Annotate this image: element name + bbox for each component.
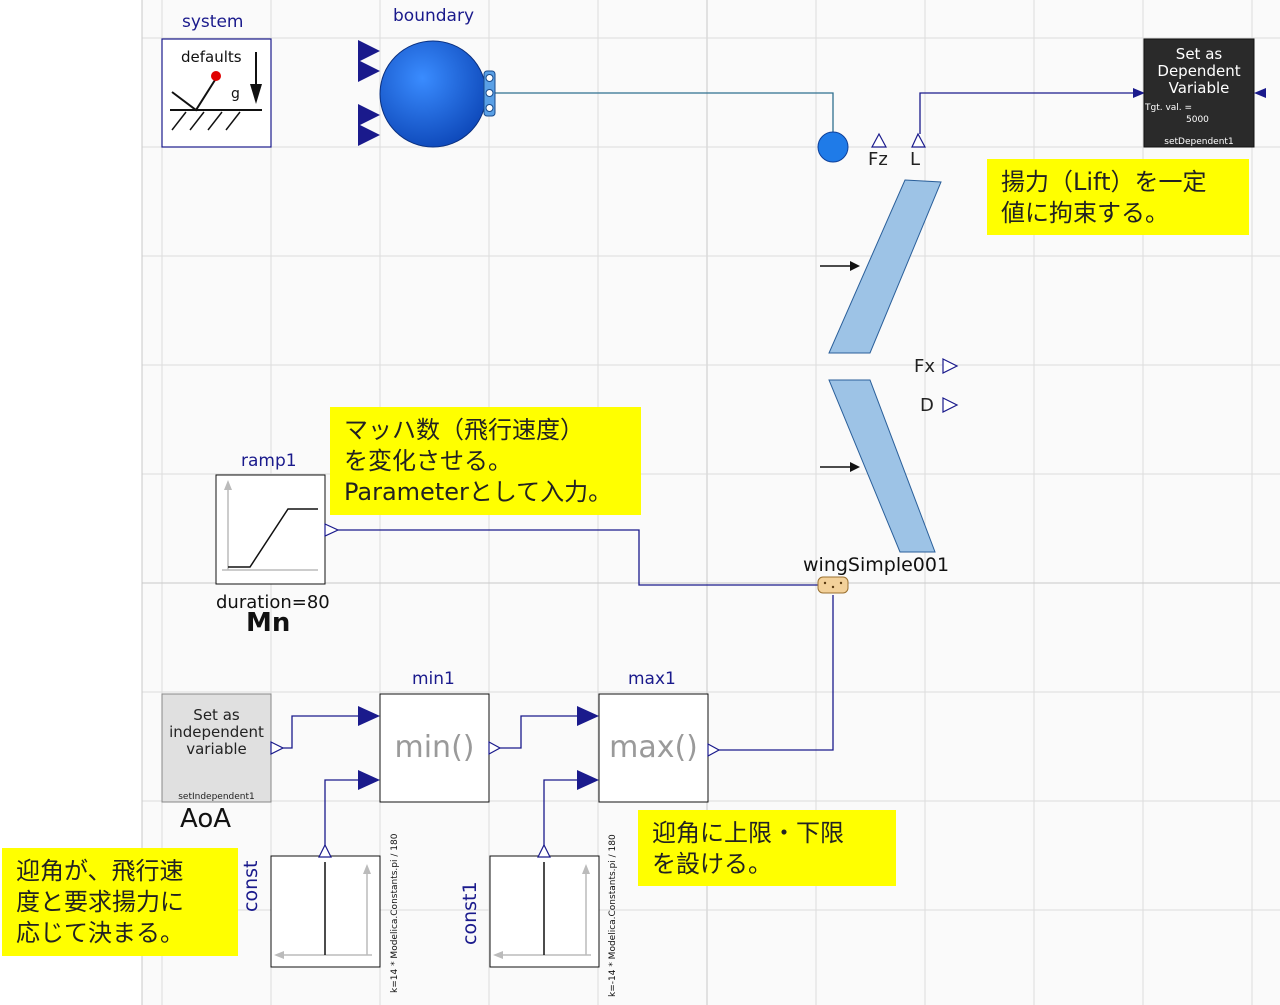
system-label: system [182, 12, 244, 32]
max-text: max() [609, 730, 698, 765]
ramp-tag: Mn [246, 608, 291, 638]
wires [282, 92, 1140, 850]
dependent-id: setDependent1 [1164, 137, 1234, 147]
independent-id: setIndependent1 [178, 792, 255, 802]
independent-line2: independent [169, 723, 264, 741]
note-limit: 迎角に上限・下限 を設ける。 [638, 810, 896, 886]
dependent-tgt-value: 5000 [1186, 115, 1209, 125]
independent-line1: Set as [193, 706, 240, 724]
note-aoa-line2: 度と要求揚力に [16, 888, 184, 916]
wire-ramp-wing [338, 529, 818, 586]
port-fx-label: Fx [914, 356, 936, 377]
wing-block[interactable] [817, 179, 959, 594]
dependent-tgt-label: Tgt. val. = [1145, 103, 1193, 113]
note-limit-line2: を設ける。 [652, 850, 772, 878]
max-block[interactable] [577, 693, 721, 803]
wing-label: wingSimple001 [803, 554, 950, 576]
wire-min-max [500, 715, 577, 749]
note-mach-line1: マッハ数（飛行速度） [344, 416, 584, 444]
set-independent-block[interactable] [161, 693, 285, 803]
note-limit-line1: 迎角に上限・下限 [652, 819, 844, 847]
const1-label: const1 [459, 881, 481, 945]
note-aoa-line3: 応じて決まる。 [16, 919, 184, 947]
independent-tag: AoA [180, 804, 232, 834]
boundary-block[interactable] [358, 40, 496, 148]
independent-line3: variable [186, 740, 247, 758]
min-text: min() [394, 730, 475, 765]
note-lift-line1: 揚力（Lift）を一定 [1001, 168, 1207, 196]
note-aoa: 迎角が、飛行速 度と要求揚力に 応じて決まる。 [2, 848, 238, 956]
dependent-line2: Dependent [1157, 62, 1241, 80]
note-mach: マッハ数（飛行速度） を変化させる。 Parameterとして入力。 [330, 407, 641, 515]
dependent-line1: Set as [1175, 45, 1223, 63]
port-l-label: L [910, 149, 921, 170]
port-d-label: D [920, 395, 934, 416]
note-aoa-line1: 迎角が、飛行速 [16, 857, 184, 885]
min-label: min1 [412, 669, 455, 689]
wire-const-min [324, 779, 358, 850]
note-lift-line2: 値に拘束する。 [1001, 199, 1169, 227]
min-block[interactable] [358, 693, 502, 803]
const-param: k=14 * Modelica.Constants.pi / 180 [390, 833, 400, 993]
grid [142, 0, 1280, 1005]
note-mach-line3: Parameterとして入力。 [344, 478, 613, 506]
system-g-text: g [231, 86, 240, 102]
wire-const1-max [543, 779, 577, 850]
note-mach-line2: を変化させる。 [344, 447, 512, 475]
wire-independent-min [282, 715, 358, 749]
wing-fluid-port[interactable] [817, 131, 849, 163]
min-body: min() [380, 694, 489, 802]
const-block[interactable] [270, 843, 381, 968]
const1-param: k=-14 * Modelica.Constants.pi / 180 [608, 834, 618, 997]
system-block[interactable] [161, 38, 272, 148]
system-defaults-text: defaults [181, 48, 242, 66]
port-fz-label: Fz [868, 149, 888, 170]
boundary-label: boundary [393, 6, 474, 26]
max-body: max() [599, 694, 708, 802]
ramp-param: duration=80 [216, 592, 330, 613]
wire-lift-dependent [919, 92, 1140, 134]
ramp-block[interactable] [215, 474, 340, 585]
port-fz-icon [870, 132, 888, 148]
note-lift: 揚力（Lift）を一定 値に拘束する。 [987, 159, 1249, 235]
const1-block[interactable] [489, 843, 600, 968]
ramp-label: ramp1 [241, 451, 297, 471]
wire-boundary-wing [495, 92, 834, 132]
port-l-icon [911, 132, 927, 148]
wire-max-wing [718, 595, 834, 751]
max-label: max1 [628, 669, 676, 689]
set-dependent-block[interactable] [1133, 38, 1266, 148]
dependent-line3: Variable [1168, 79, 1230, 97]
